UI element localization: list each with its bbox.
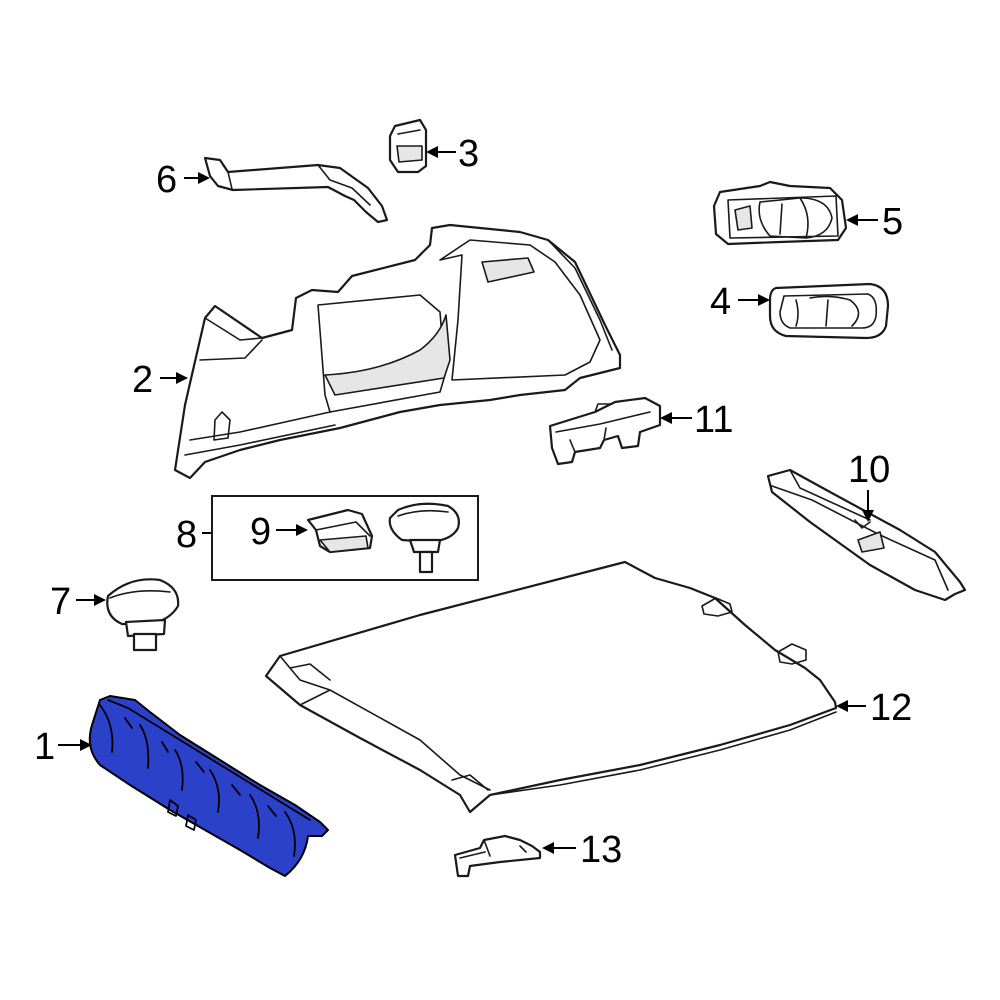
part-9-hook[interactable] (306, 508, 374, 554)
part-3-clip[interactable] (388, 118, 428, 174)
callout-13: 13 (580, 829, 622, 871)
part-8-kit-box[interactable] (211, 495, 479, 581)
callout-2: 2 (132, 359, 153, 401)
part-8-hook[interactable] (388, 502, 460, 574)
callout-4: 4 (710, 281, 731, 323)
part-13-bracket[interactable] (453, 834, 542, 878)
callout-6: 6 (156, 159, 177, 201)
part-6-trim-strip[interactable] (203, 156, 389, 224)
callout-10: 10 (848, 449, 890, 491)
part-12-load-floor[interactable] (264, 560, 838, 814)
part-7-push-pin[interactable] (106, 578, 180, 652)
callout-12: 12 (870, 687, 912, 729)
part-4-small-bezel[interactable] (768, 282, 890, 340)
callout-3: 3 (458, 133, 479, 175)
part-10-sill-plate[interactable] (766, 468, 967, 602)
callout-7: 7 (50, 581, 71, 623)
leader-lines (58, 146, 878, 854)
part-1-scuff-plate[interactable] (88, 695, 329, 877)
callout-5: 5 (882, 201, 903, 243)
part-2-quarter-trim-panel[interactable] (173, 223, 622, 480)
part-5-handle-bezel[interactable] (712, 180, 848, 246)
callout-8: 8 (176, 514, 197, 556)
part-11-bracket[interactable] (548, 396, 662, 466)
callout-11: 11 (694, 399, 733, 441)
callout-1: 1 (34, 726, 55, 768)
callout-labels: 1 2 3 4 5 6 7 8 9 10 11 12 13 (34, 133, 912, 871)
callout-9: 9 (250, 511, 271, 553)
part-1-fill (88, 695, 329, 877)
